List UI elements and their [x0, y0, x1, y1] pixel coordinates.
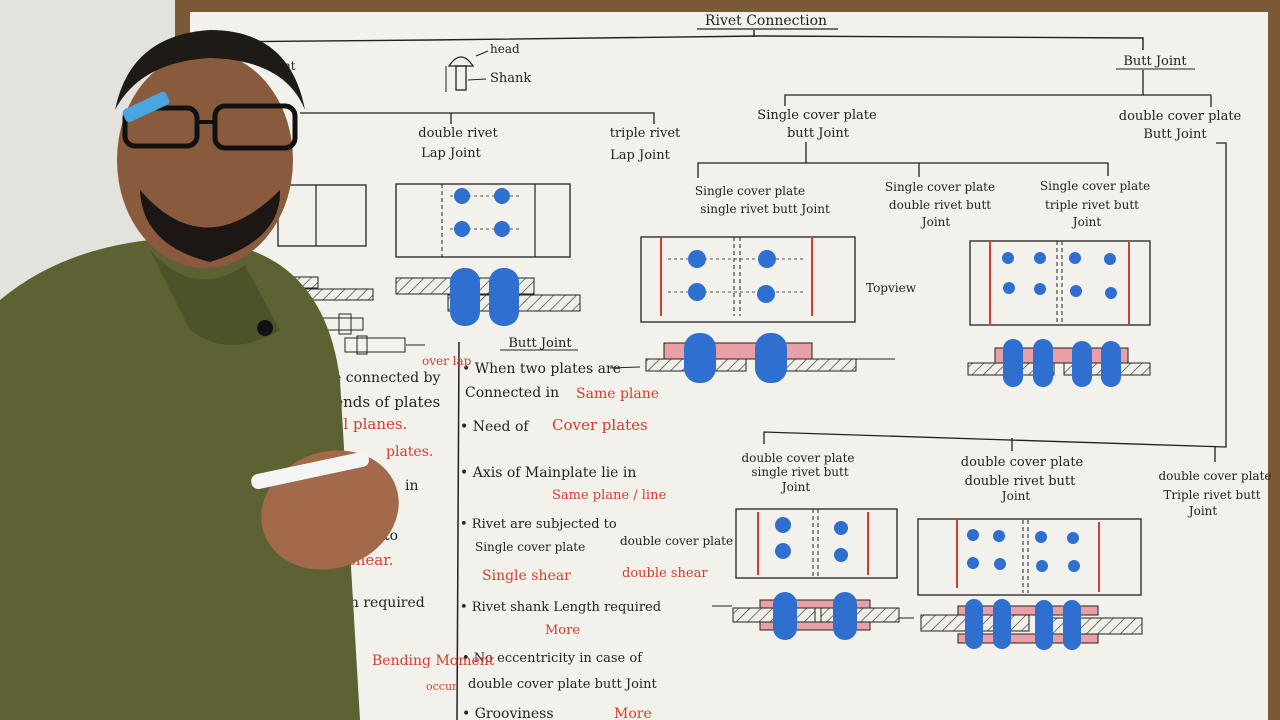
left-note-1: are connected by — [318, 370, 440, 386]
double-cover-l2: Butt Joint — [1143, 127, 1207, 142]
sc-single-topview — [640, 236, 856, 323]
double-rivet-lap-l1: double rivet — [418, 126, 498, 141]
note-5-a: • Rivet shank Length required — [460, 600, 661, 615]
dc-triple-l1: double cover plate — [1158, 469, 1271, 483]
rivet-sketch — [445, 50, 489, 92]
single-cover-l2: butt Joint — [787, 126, 850, 141]
sc-double-l1: Single cover plate — [885, 180, 995, 194]
dc-double-l1: double cover plate — [961, 455, 1084, 470]
rivet-shank-label: Shank — [490, 71, 531, 86]
note-4-sub2: double cover plate — [620, 534, 733, 548]
note-3-red: Same plane / line — [552, 488, 666, 503]
lap-joint-section-2 — [395, 268, 581, 326]
left-note-5: in — [405, 478, 419, 494]
dc-single-topview — [735, 508, 898, 579]
dc-triple-l3: Joint — [1187, 504, 1218, 518]
butt-joint-label: Butt Joint — [1123, 54, 1187, 69]
sc-single-l2: single rivet butt Joint — [700, 202, 830, 216]
column-divider — [456, 341, 460, 720]
triple-rivet-lap-l2: Lap Joint — [610, 148, 670, 163]
butt-joint-heading: Butt Joint — [508, 336, 572, 351]
dc-single-l3: Joint — [780, 480, 811, 494]
left-note-10: Bending Moment — [372, 653, 495, 669]
tree-line — [199, 35, 1144, 50]
dc-double-section — [920, 599, 1143, 650]
dc-single-l2: single rivet butt — [751, 465, 848, 479]
single-cover-l1: Single cover plate — [757, 108, 877, 123]
sc-triple-l1: Single cover plate — [1040, 179, 1150, 193]
note-4-red2: double shear — [622, 566, 708, 581]
dc-double-l2: double rivet butt — [965, 474, 1077, 489]
note-1-red: Same plane — [576, 386, 659, 402]
triple-rivet-lap-l1: triple rivet — [610, 126, 681, 141]
note-1-b: Connected in — [465, 385, 559, 401]
dc-double-topview — [917, 518, 1142, 596]
presenter — [0, 30, 399, 720]
note-3-a: • Axis of Mainplate lie in — [460, 465, 636, 481]
left-note-overlap: over lap — [422, 354, 472, 368]
double-rivet-lap-l2: Lap Joint — [421, 146, 481, 161]
dc-triple-l2: Triple rivet butt — [1163, 488, 1260, 502]
lap-joint-topview-2 — [395, 183, 571, 258]
sc-triple-section — [967, 339, 1151, 387]
sc-single-section — [609, 333, 895, 383]
note-5-red: More — [545, 623, 580, 638]
sc-single-l1: Single cover plate — [695, 184, 805, 198]
note-7-a: • Grooviness — [462, 706, 554, 720]
left-note-occur: occur — [426, 680, 458, 693]
note-2-red: Cover plates — [552, 416, 648, 434]
sc-triple-l3: Joint — [1071, 215, 1102, 229]
note-2-a: • Need of — [460, 419, 530, 435]
left-note-4: plates. — [386, 444, 433, 460]
left-note-2: ed ends of plates — [311, 393, 440, 411]
rivet-head-label: head — [490, 42, 520, 56]
double-cover-l1: double cover plate — [1119, 109, 1242, 124]
sc-double-l3: Joint — [920, 215, 951, 229]
dc-single-l1: double cover plate — [741, 451, 854, 465]
sc-triple-l2: triple rivet butt — [1045, 198, 1139, 212]
dc-single-section — [712, 592, 914, 640]
topview-label: Topview — [866, 281, 917, 295]
note-4-sub1: Single cover plate — [475, 540, 585, 554]
note-1-a: • When two plates are — [462, 361, 621, 377]
sc-double-l2: double rivet butt — [889, 198, 991, 212]
note-7-red: More — [614, 706, 652, 720]
note-4-a: • Rivet are subjected to — [460, 517, 617, 532]
dc-double-l3: Joint — [1000, 489, 1031, 503]
note-6-a: • No eccentricity in case of — [462, 651, 643, 666]
note-4-red1: Single shear — [482, 568, 571, 584]
title: Rivet Connection — [705, 13, 827, 29]
sc-triple-topview — [969, 240, 1151, 326]
note-6-b: double cover plate butt Joint — [468, 677, 657, 692]
